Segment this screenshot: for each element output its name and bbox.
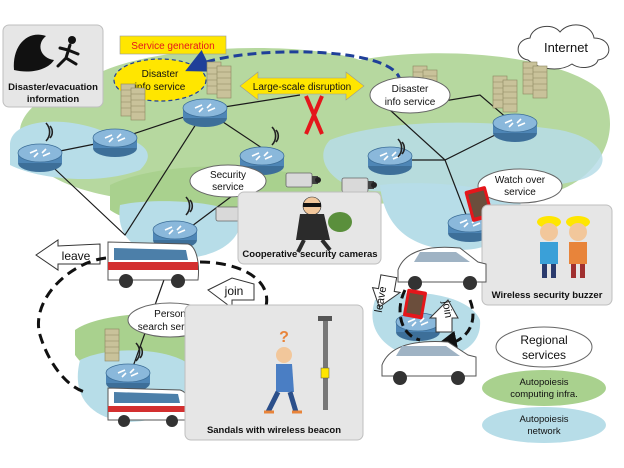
security-service-2: service — [212, 182, 244, 193]
regional-services-legend: Regional services Autopoiesis computing … — [482, 326, 606, 443]
sandals-label: Sandals with wireless beacon — [207, 425, 341, 436]
legend-blue-2: network — [527, 426, 561, 437]
thief-icon — [296, 196, 352, 253]
pedestrian-icon — [264, 347, 302, 414]
legend-green-1: Autopoiesis — [519, 377, 568, 388]
service-generation-box — [119, 35, 227, 55]
leave-right-label: leave — [373, 285, 389, 313]
movement-path-right — [398, 289, 475, 345]
cooperative-cameras-panel: Cooperative security cameras — [237, 191, 382, 265]
join-left-label: join — [224, 284, 244, 298]
join-right-label: join — [439, 299, 454, 319]
regional-services-bubble — [495, 326, 593, 368]
car-icon — [397, 246, 487, 290]
bus-icon — [107, 387, 191, 427]
person-search-1: Person — [154, 309, 186, 320]
child-icon — [537, 216, 561, 278]
internet-cloud: Internet — [517, 24, 610, 70]
leave-left-label: leave — [62, 249, 91, 263]
service-generation-label: Service generation — [131, 41, 214, 52]
join-arrow-right: join — [428, 299, 459, 333]
server-stack-icon — [104, 328, 120, 362]
wireless-buzzer-panel: Wireless security buzzer — [481, 204, 613, 306]
watch-over-1: Watch over — [495, 175, 546, 186]
service-migration-arrow — [185, 50, 402, 83]
regional-2: services — [522, 348, 566, 362]
leave-arrow-right: leave — [371, 274, 402, 313]
disaster-info-right-bubble — [369, 76, 451, 114]
coop-cameras-label: Cooperative security cameras — [242, 249, 377, 260]
question-mark: ? — [279, 329, 289, 346]
legend-blue-1: Autopoiesis — [519, 414, 568, 425]
regional-1: Regional — [520, 333, 567, 347]
disaster-evacuation-panel: Disaster/evacuation information — [2, 24, 104, 108]
disruption-cross — [304, 95, 324, 135]
large-scale-label: Large-scale disruption — [253, 82, 351, 93]
person-search-2: search service — [138, 322, 203, 333]
cloud-icon — [517, 24, 610, 70]
sandals-panel: ? Sandals with wireless beacon — [184, 304, 364, 441]
disaster-info-left-2: info service — [135, 82, 186, 93]
security-service-1: Security — [210, 170, 246, 181]
street-light-icon — [318, 316, 332, 410]
legend-blue-swatch — [482, 407, 606, 443]
legend-green-2: computing infra. — [510, 389, 578, 400]
internet-label: Internet — [544, 40, 588, 55]
leave-arrow-left: leave — [35, 239, 101, 271]
tablet-icon — [403, 288, 427, 320]
watch-over-bubble — [477, 168, 563, 204]
tsunami-runner-icon — [13, 34, 80, 72]
legend-green-swatch — [482, 370, 606, 406]
security-service-bubble — [189, 164, 267, 198]
watch-over-2: service — [504, 187, 536, 198]
car-icon — [381, 341, 477, 385]
disaster-info-right-2: info service — [385, 97, 436, 108]
disaster-info-left-1: Disaster — [142, 69, 179, 80]
child-icon — [566, 216, 590, 278]
large-scale-disruption-arrow: Large-scale disruption — [239, 71, 365, 101]
disaster-info-right-1: Disaster — [392, 84, 429, 95]
disaster-evac-label-2: information — [27, 94, 79, 105]
disaster-evac-label-1: Disaster/evacuation — [8, 82, 98, 93]
bus-icon — [107, 241, 199, 288]
wireless-buzzer-label: Wireless security buzzer — [492, 290, 603, 301]
join-arrow-left: join — [207, 277, 255, 309]
